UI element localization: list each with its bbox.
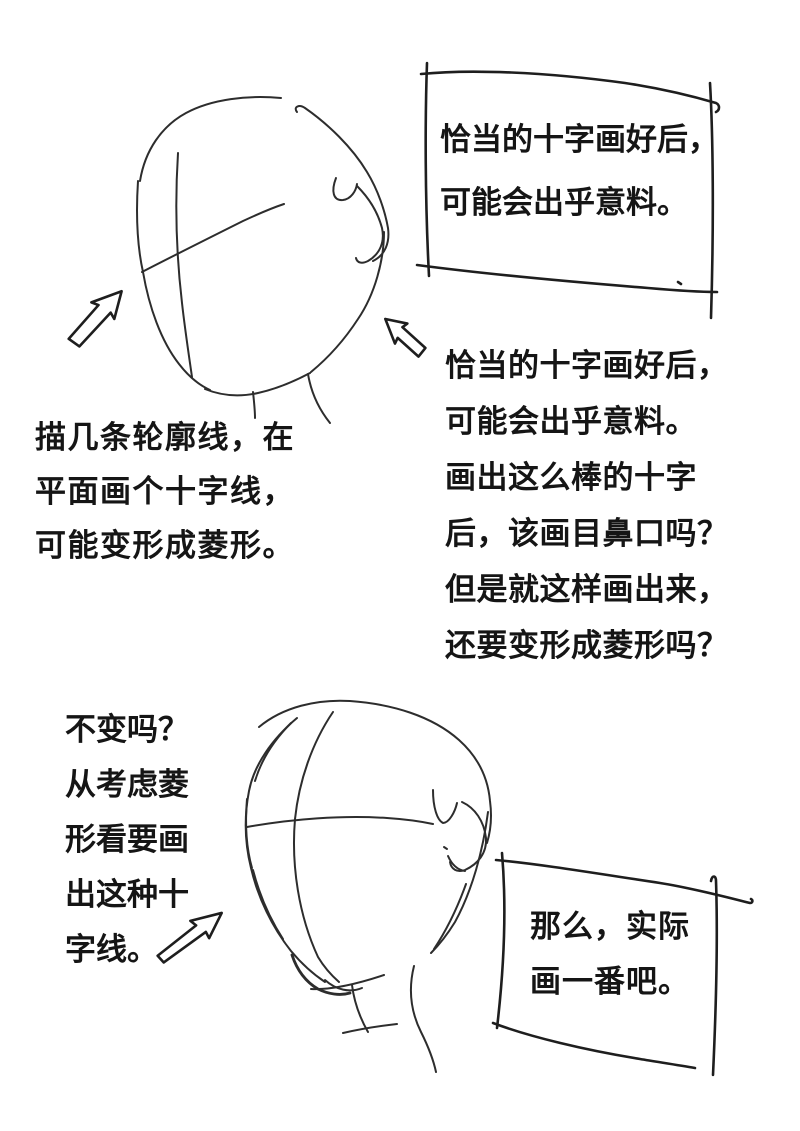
head-sketch-bottom — [244, 699, 492, 1073]
caption-line: 平面画个十字线， — [35, 474, 295, 510]
hairline-double-1 — [254, 722, 292, 782]
arrow-up-right-bottom-icon — [156, 911, 224, 964]
neck-left-line — [252, 391, 256, 419]
panel-frame-bottom-right — [491, 851, 754, 1077]
caption-line: 后，该画目鼻口吗？ — [445, 516, 729, 552]
hair-right-inner — [433, 883, 467, 950]
vertical-guide-line — [175, 152, 193, 378]
frame-right-line — [709, 875, 719, 1077]
hair-right-sweep — [294, 105, 390, 262]
jaw-right-line — [310, 231, 385, 373]
frame-right-line — [708, 81, 715, 320]
face-left-contour — [136, 180, 211, 391]
hairline-double-3 — [252, 869, 284, 940]
neck-front-line — [351, 984, 369, 1033]
hair-right-outer — [430, 811, 489, 954]
caption-line: 可能会出乎意料。 — [445, 404, 697, 440]
shoulder-line — [342, 1023, 398, 1034]
panel-bottom-right-text: 那么，实际 画一番吧。 — [530, 900, 690, 1010]
frame-left-line — [495, 851, 506, 1030]
horizontal-guide-line — [246, 816, 434, 828]
face-left-contour — [244, 717, 326, 983]
vertical-guide-line — [292, 711, 340, 983]
caption-bottom-left: 不变吗？ 从考虑菱 形看要画 出这种十 字线。 — [65, 703, 189, 978]
caption-line: 可能变形成菱形。 — [35, 528, 295, 564]
hairline-double-2 — [245, 798, 253, 869]
chin-line — [204, 372, 311, 397]
panel-frame-top-right — [415, 61, 721, 320]
caption-left-middle: 描几条轮廓线，在 平面画个十字线， 可能变形成菱形。 — [35, 411, 295, 573]
ear-curl — [332, 177, 358, 202]
ear-inner-stroke — [447, 855, 466, 872]
horizontal-guide-line — [141, 203, 285, 273]
skull-top-arc — [139, 96, 282, 182]
ear-outline — [449, 801, 488, 872]
skull-top-arc — [258, 699, 492, 844]
caption-line: 描几条轮廓线，在 — [35, 420, 295, 456]
caption-line: 还要变形成菱形吗？ — [445, 628, 729, 664]
caption-line: 出这种十 — [65, 877, 189, 913]
ear-v-stroke — [432, 789, 458, 825]
frame-left-line — [424, 61, 431, 278]
frame-bottom-line — [415, 263, 719, 294]
ear-dot — [443, 846, 448, 850]
jaw-underline — [310, 974, 385, 991]
panel-line: 那么，实际 — [530, 909, 690, 945]
neck-right-line — [307, 373, 331, 424]
ear-inner-sweep — [355, 185, 384, 264]
caption-right-middle: 恰当的十字画好后， 可能会出乎意料。 画出这么棒的十字 后，该画目鼻口吗？ 但是… — [445, 338, 729, 674]
caption-line: 形看要画 — [65, 822, 189, 858]
frame-bottom-line — [491, 1021, 697, 1070]
caption-line: 不变吗？ — [65, 712, 189, 748]
arrow-up-right-icon — [67, 289, 123, 348]
panel-line: 恰当的十字画好后， — [440, 122, 719, 158]
panel-line: 可能会出乎意料。 — [440, 185, 688, 221]
frame-top-line — [419, 70, 721, 114]
panel-line: 画一番吧。 — [530, 964, 690, 1000]
panel-top-right-text: 恰当的十字画好后， 可能会出乎意料。 — [440, 109, 719, 235]
caption-line: 恰当的十字画好后， — [445, 348, 729, 384]
frame-top-line — [494, 858, 754, 905]
arrow-up-left-icon — [384, 317, 427, 358]
caption-line: 字线。 — [65, 932, 158, 968]
arrows — [67, 289, 427, 964]
caption-line: 画出这么棒的十字 — [445, 460, 697, 496]
stray-mark — [676, 280, 683, 286]
chin-stroke-2 — [324, 979, 363, 992]
head-sketch-top — [136, 96, 390, 424]
caption-line: 但是就这样画出来， — [445, 572, 729, 608]
caption-line: 从考虑菱 — [65, 767, 189, 803]
neck-back-line — [409, 965, 437, 1073]
